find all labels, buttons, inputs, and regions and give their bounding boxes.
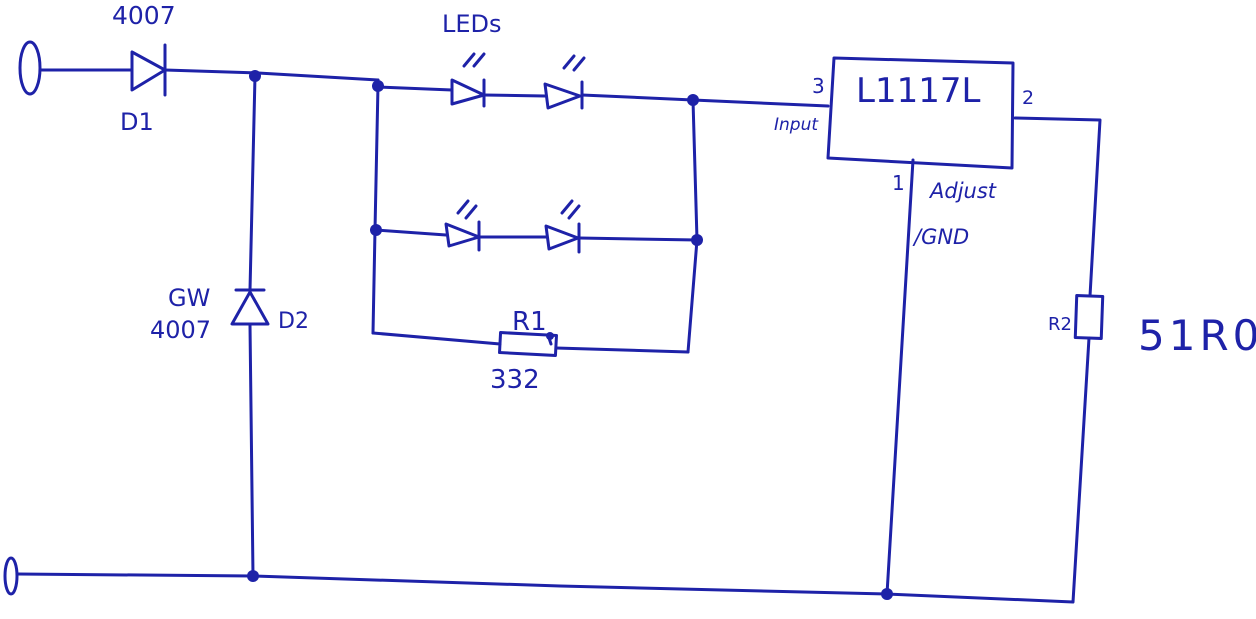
junction-led-right-top — [687, 94, 699, 106]
junction-bottom-gnd — [881, 588, 893, 600]
input-terminal-positive — [18, 40, 42, 96]
label-pin-input-number: 3 — [812, 74, 825, 98]
ink-layer: 4007 D1 LEDs L1117L 3 Input 2 1 Adjust /… — [3, 1, 1256, 604]
led-2 — [543, 54, 586, 110]
wire-r2-to-bottom — [885, 336, 1091, 604]
label-leds: LEDs — [442, 10, 502, 38]
resistor-r2 — [1073, 294, 1105, 340]
wire-bottom-rail — [15, 572, 889, 596]
junction-top-d2 — [249, 70, 261, 82]
wire-top-d1-to-node — [163, 68, 380, 82]
label-d1-ref: D1 — [120, 108, 154, 136]
label-d2-value: 4007 — [150, 316, 211, 344]
label-r2-value: 51R0 — [1138, 311, 1256, 360]
wire-d2-bottom — [248, 323, 255, 578]
resistor-r1 — [498, 331, 558, 357]
label-d2-type: GW — [168, 284, 210, 312]
junction-led-left-mid — [370, 224, 382, 236]
wire-to-regulator-input — [691, 98, 830, 108]
label-r1-value: 332 — [490, 365, 540, 395]
label-r2-ref: R2 — [1048, 314, 1072, 335]
label-pin-input-name: Input — [774, 115, 819, 135]
wire-d2-top — [248, 74, 257, 292]
led-4 — [544, 199, 581, 254]
junction-led-right-mid — [691, 234, 703, 246]
regulator-ic-body — [826, 56, 1015, 170]
label-pin-output-number: 2 — [1022, 87, 1034, 109]
led-3 — [444, 199, 481, 252]
wire-led-right-bus — [686, 98, 699, 354]
label-pin-gnd-name: /GND — [912, 225, 969, 249]
wire-led-left-bus — [371, 83, 380, 335]
label-regulator: L1117L — [856, 71, 980, 111]
wire-led-row1 — [482, 93, 695, 102]
label-r1-ref: R1 — [512, 307, 547, 337]
diode-d2 — [230, 288, 270, 326]
input-terminal-negative — [3, 556, 19, 596]
label-d1-value: 4007 — [112, 1, 176, 30]
label-pin-adjust-number: 1 — [892, 171, 905, 195]
junction-led-left-top — [372, 80, 384, 92]
r1-wiper-dot — [546, 332, 554, 340]
wire-adjust-to-gnd — [885, 158, 915, 596]
wire-led-row3 — [371, 331, 690, 354]
wire-regulator-output — [1013, 116, 1102, 298]
wire-led-row2 — [374, 228, 699, 242]
wire-node-to-led-array — [376, 78, 454, 92]
label-pin-adjust-name: Adjust — [928, 179, 997, 203]
junction-bottom-d2 — [247, 570, 259, 582]
diode-d1 — [130, 43, 167, 97]
led-1 — [450, 52, 486, 108]
label-d2-ref: D2 — [278, 309, 309, 334]
